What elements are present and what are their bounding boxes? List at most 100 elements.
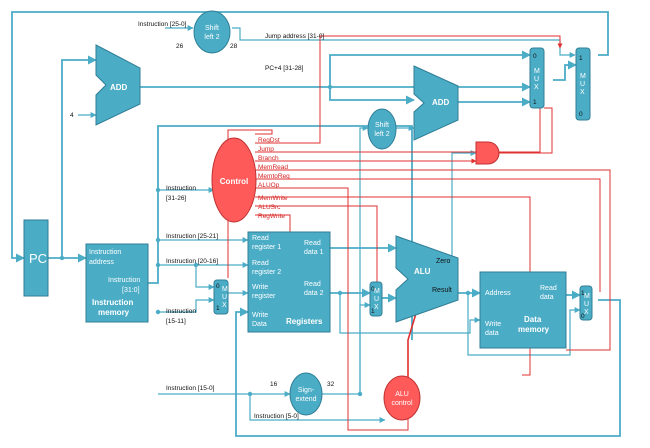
svg-text:U: U xyxy=(584,301,589,308)
branch-adder-label: ADD xyxy=(432,98,450,107)
svg-text:memory: memory xyxy=(98,308,130,317)
svg-text:X: X xyxy=(534,84,539,91)
svg-text:0: 0 xyxy=(371,286,375,293)
signal-labels: Instruction [25-0] 26 28 Jump address [3… xyxy=(138,21,335,420)
pc-register: PC xyxy=(23,219,49,297)
label-instr-31-26-b: [31-26] xyxy=(166,195,186,202)
label-pc4: PC+4 [31-28] xyxy=(265,65,304,72)
svg-text:X: X xyxy=(374,304,379,311)
svg-text:1: 1 xyxy=(533,99,537,106)
sign-extend-unit: Sign- extend xyxy=(289,372,323,416)
label-instr-15-0: Instruction [15-0] xyxy=(166,385,215,392)
svg-text:U: U xyxy=(374,296,379,303)
ctl-memwrite: MemWrite xyxy=(258,195,288,202)
label-instr-25-21: Instruction [25-21] xyxy=(166,233,218,240)
svg-text:1: 1 xyxy=(216,305,220,312)
svg-text:Read: Read xyxy=(540,285,557,292)
svg-text:data: data xyxy=(485,330,499,337)
pc-adder: ADD xyxy=(95,44,141,126)
svg-text:1: 1 xyxy=(371,308,375,315)
svg-text:Instruction: Instruction xyxy=(92,298,133,307)
svg-text:Read: Read xyxy=(304,281,321,288)
control-unit: Control xyxy=(211,137,257,223)
svg-text:Read: Read xyxy=(252,235,269,242)
svg-text:ALU: ALU xyxy=(395,391,409,398)
constant-4-label: 4 xyxy=(70,112,74,119)
control-signal-labels: RegDst Jump Branch MemRead MemtoReg ALUO… xyxy=(258,137,290,220)
alu-label: ALU xyxy=(414,267,431,276)
svg-text:U: U xyxy=(534,76,539,83)
svg-text:data 2: data 2 xyxy=(304,290,324,297)
svg-text:M: M xyxy=(374,288,380,295)
label-instr-20-16: Instruction [20-16] xyxy=(166,258,218,265)
label-26: 26 xyxy=(176,43,184,50)
svg-text:Address: Address xyxy=(485,290,511,297)
svg-text:Data: Data xyxy=(252,321,267,328)
shift-left-branch-line2: left 2 xyxy=(374,131,389,138)
ctl-regdst: RegDst xyxy=(258,137,280,144)
label-jump-address: Jump address [31-0] xyxy=(265,33,324,40)
ctl-alusrc: ALUSrc xyxy=(258,204,281,211)
ctl-branch: Branch xyxy=(258,155,279,162)
svg-text:Instruction: Instruction xyxy=(108,277,140,284)
shift-left-branch-line1: Shift xyxy=(375,122,389,129)
svg-text:data: data xyxy=(540,294,554,301)
svg-text:address: address xyxy=(89,259,114,266)
svg-text:Write: Write xyxy=(252,284,268,291)
register-file: Read register 1 Read register 2 Write re… xyxy=(247,231,331,333)
svg-text:0: 0 xyxy=(533,53,537,60)
ctl-memread: MemRead xyxy=(258,164,288,171)
svg-text:register 1: register 1 xyxy=(252,244,281,251)
regdst-mux: 0 M U X 1 xyxy=(213,279,229,315)
shift-left-jump-line2: left 2 xyxy=(204,34,219,41)
svg-text:register 2: register 2 xyxy=(252,269,281,276)
branch-and-gate xyxy=(475,141,500,165)
label-28: 28 xyxy=(230,43,238,50)
alu: ALU Zero Result xyxy=(395,235,459,323)
label-instr-25-0: Instruction [25-0] xyxy=(138,21,187,28)
svg-text:U: U xyxy=(222,294,227,301)
data-memory: Address Read data Write data Data memory xyxy=(479,271,567,349)
svg-text:control: control xyxy=(391,400,412,407)
alu-result-label: Result xyxy=(432,287,452,294)
svg-text:Instruction: Instruction xyxy=(89,249,121,256)
branch-mux: 0 M U X 1 xyxy=(529,47,545,109)
svg-text:0: 0 xyxy=(216,283,220,290)
svg-text:Registers: Registers xyxy=(286,317,323,326)
svg-text:M: M xyxy=(584,293,590,300)
label-32: 32 xyxy=(327,381,335,388)
svg-text:Read: Read xyxy=(252,260,269,267)
svg-text:extend: extend xyxy=(295,396,316,403)
label-instr-15-11-b: [15-11] xyxy=(166,318,186,325)
svg-text:X: X xyxy=(580,89,585,96)
ctl-jump: Jump xyxy=(258,146,274,153)
svg-text:U: U xyxy=(580,81,585,88)
svg-text:Write: Write xyxy=(252,312,268,319)
memtoreg-mux: 1 M U X 0 xyxy=(579,285,593,321)
svg-text:M: M xyxy=(222,286,228,293)
wire-junctions xyxy=(59,84,471,397)
alu-control-unit: ALU control xyxy=(383,375,421,421)
shift-left-branch: Shift left 2 xyxy=(367,108,397,150)
pc-label: PC xyxy=(29,251,47,266)
svg-text:Sign-: Sign- xyxy=(298,387,315,394)
svg-text:1: 1 xyxy=(581,290,585,297)
ctl-aluop: ALUOp xyxy=(258,182,280,189)
alu-zero-label: Zero xyxy=(436,258,451,265)
label-16: 16 xyxy=(270,381,278,388)
jump-mux: 1 M U X 0 xyxy=(575,47,591,121)
svg-text:1: 1 xyxy=(579,55,583,62)
svg-text:M: M xyxy=(534,68,540,75)
svg-text:X: X xyxy=(222,302,227,309)
alusrc-mux: 0 M U X 1 xyxy=(369,281,383,317)
label-instr-5-0: Instruction [5-0] xyxy=(254,413,299,420)
svg-text:Read: Read xyxy=(304,240,321,247)
shift-left-jump-line1: Shift xyxy=(205,25,219,32)
control-unit-label: Control xyxy=(220,177,248,186)
instruction-memory: Instruction address Instruction [31:0] I… xyxy=(85,243,149,323)
svg-text:memory: memory xyxy=(518,325,550,334)
svg-text:X: X xyxy=(584,309,589,316)
ctl-memtoreg: MemtoReg xyxy=(258,173,290,180)
svg-text:Data: Data xyxy=(524,315,542,324)
